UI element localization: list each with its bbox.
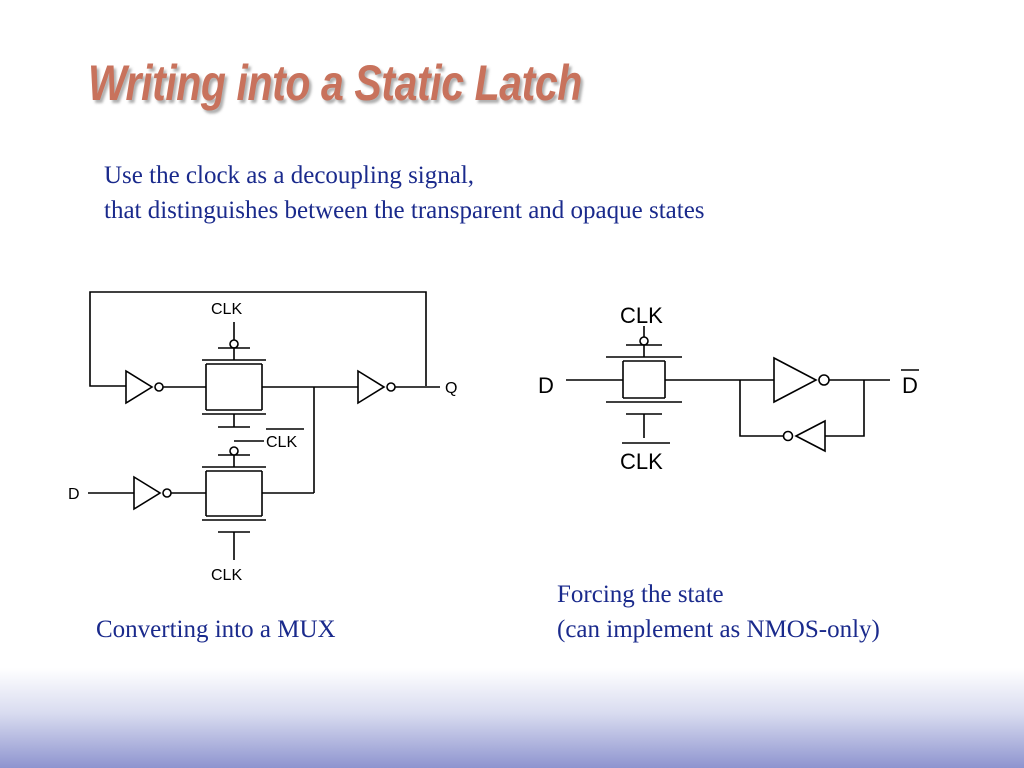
mux-tg-upper-clk-bubble: [229, 339, 239, 349]
slide-subtitle: Use the clock as a decoupling signal, th…: [104, 158, 705, 228]
forcing-feedback-inverter-bubble: [782, 430, 794, 442]
mux-feedback-inverter-bubble: [154, 382, 164, 392]
forcing-tg-clk-bubble: [639, 336, 649, 346]
mux-input-inverter-bubble: [162, 488, 172, 498]
mux-caption: Converting into a MUX: [96, 616, 336, 643]
mux-latch-diagram: [88, 291, 440, 560]
forcing-forward-inverter: [773, 356, 818, 404]
mux-output-inverter: [357, 369, 386, 405]
forcing-dbar-label: D: [902, 373, 918, 398]
forcing-clk-top-label: CLK: [620, 303, 663, 328]
forcing-caption: Forcing the state (can implement as NMOS…: [557, 577, 880, 647]
forcing-labels: CLK CLK D D: [538, 303, 918, 474]
slide-title: Writing into a Static Latch: [88, 55, 582, 111]
forcing-latch-diagram: [566, 326, 919, 453]
forcing-feedback-wire: [825, 380, 865, 437]
mux-clk-bottom-label: CLK: [211, 567, 242, 584]
mux-labels: CLK CLK CLK Q D: [68, 301, 457, 584]
forcing-caption-line-1: Forcing the state: [557, 581, 724, 608]
forcing-clk-bar-label: CLK: [620, 449, 663, 474]
mux-q-label: Q: [445, 380, 457, 397]
forcing-feedback-wire: [739, 380, 783, 437]
forcing-caption-line-2: (can implement as NMOS-only): [557, 616, 880, 643]
forcing-forward-inverter-bubble: [818, 374, 830, 386]
mux-tg-lower-clkbar-bubble: [229, 446, 239, 456]
mux-input-inverter: [133, 475, 162, 511]
footer-gradient: [0, 668, 1024, 768]
mux-clk-top-label: CLK: [211, 301, 242, 318]
subtitle-line-1: Use the clock as a decoupling signal,: [104, 162, 475, 189]
forcing-d-label: D: [538, 373, 554, 398]
subtitle-line-2: that distinguishes between the transpare…: [104, 197, 705, 224]
mux-clk-bar-label: CLK: [266, 434, 297, 451]
mux-feedback-wire: [89, 291, 427, 387]
mux-d-label: D: [68, 486, 80, 503]
mux-output-inverter-bubble: [386, 382, 396, 392]
mux-feedback-inverter: [125, 369, 154, 405]
forcing-feedback-inverter: [794, 419, 826, 453]
